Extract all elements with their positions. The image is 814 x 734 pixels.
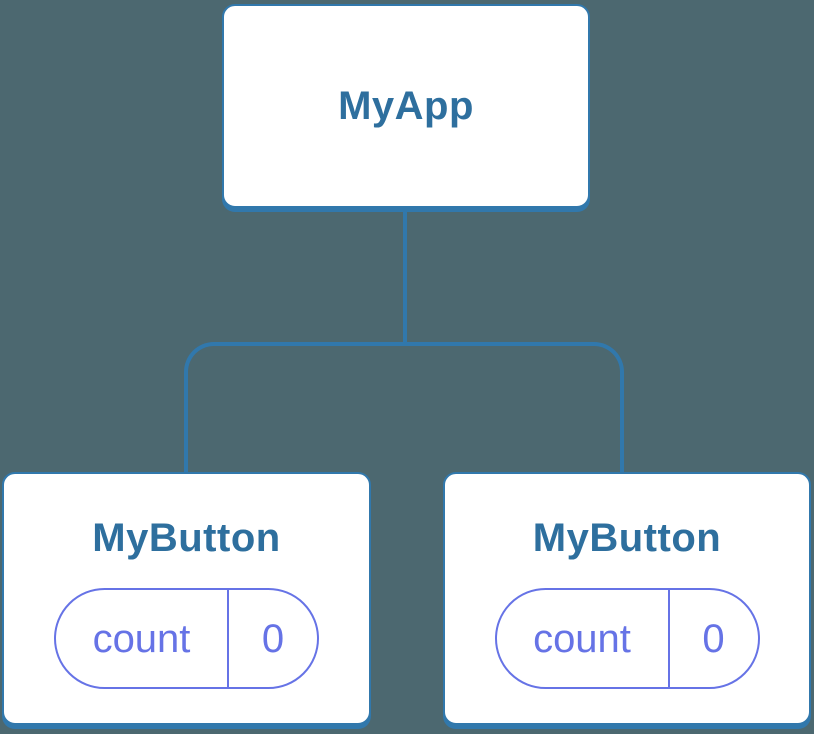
- component-name-child-left: MyButton: [92, 516, 281, 560]
- component-card-child-left: MyButton count 0: [2, 472, 371, 725]
- component-name-child-right: MyButton: [532, 516, 722, 560]
- state-key-label: count: [497, 590, 670, 687]
- tree-connector-stem: [403, 210, 407, 344]
- state-badge: count 0: [494, 588, 760, 689]
- component-card-child-right: MyButton count 0: [443, 472, 811, 725]
- state-value: 0: [261, 616, 285, 661]
- component-card-root: MyApp: [222, 4, 590, 208]
- state-value: 0: [702, 616, 725, 661]
- state-badge: count 0: [54, 588, 319, 689]
- state-key-label: count: [56, 590, 229, 687]
- component-name-root: MyApp: [338, 84, 474, 128]
- tree-connector-bracket: [184, 342, 624, 472]
